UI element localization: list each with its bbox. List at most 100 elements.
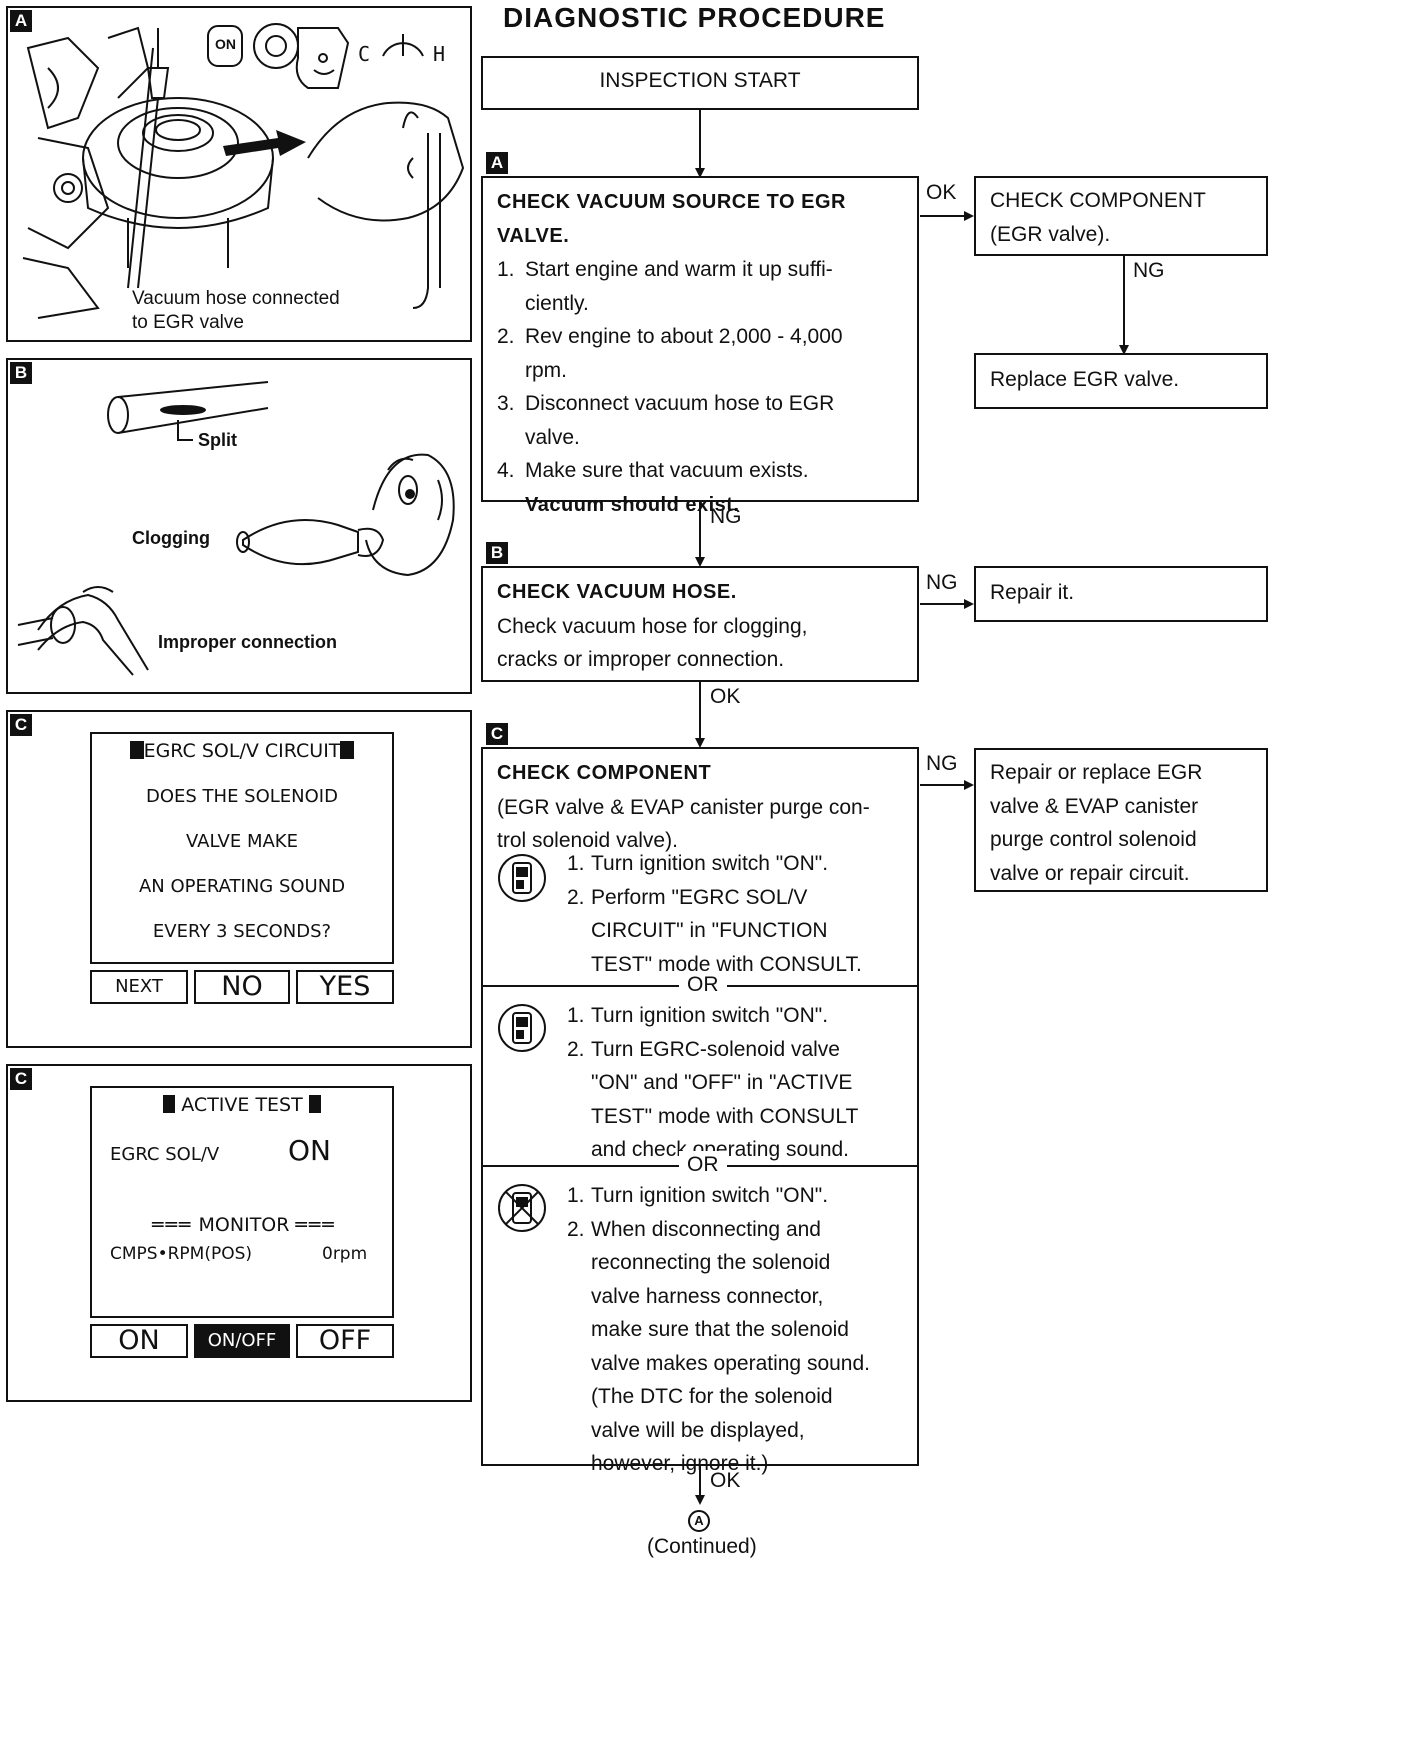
c2-monitor-divider: ═══ MONITOR ═══ [152, 1214, 336, 1236]
c2-monitor-item: CMPS•RPM(POS) [110, 1244, 253, 1264]
continued-marker: A [688, 1510, 710, 1532]
c-g3-line-8: valve will be displayed, [591, 1418, 805, 1442]
step-a-heading-2: VALVE. [497, 224, 570, 247]
repair-it-label: Repair it. [990, 581, 1075, 604]
c-g3-line-4: valve harness connector, [591, 1284, 824, 1308]
hose-defects-illustration [17, 381, 455, 676]
ng-label-a: NG [710, 505, 742, 528]
no-button[interactable]: NO [194, 970, 290, 1004]
panel-c2-tag: C [10, 1068, 32, 1090]
check-component-line-1: CHECK COMPONENT [990, 189, 1206, 212]
yes-button[interactable]: YES [296, 970, 394, 1004]
step-a-box: CHECK VACUUM SOURCE TO EGR VALVE. 1.Star… [481, 176, 919, 516]
c-g2-line-4: TEST" mode with CONSULT [591, 1104, 859, 1128]
repair-replace-line-2: valve & EVAP canister [990, 794, 1199, 818]
c2-screen-title: ACTIVE TEST [181, 1094, 303, 1116]
consult-screen-function-test: EGRC SOL/V CIRCUIT DOES THE SOLENOID VAL… [90, 732, 394, 964]
repair-replace-box: Repair or replace EGR valve & EVAP canis… [974, 748, 1268, 892]
ok-label-b: OK [710, 685, 741, 708]
c-g1-line-1: 1.Turn ignition switch "ON". [567, 852, 829, 875]
split-label: Split [198, 430, 237, 450]
ng-label-b: NG [926, 571, 958, 594]
panel-a: A [6, 6, 472, 342]
off-button[interactable]: OFF [296, 1324, 394, 1358]
consult-tester-icon-2 [498, 1004, 546, 1052]
gauge-c-label: C [358, 42, 371, 66]
step-a-item-4: 4.Make sure that vacuum exists.Vacuum sh… [497, 459, 809, 516]
inspection-start-label: INSPECTION START [599, 69, 801, 92]
panel-a-tag: A [10, 10, 32, 32]
c-g3-line-5: make sure that the solenoid [591, 1318, 849, 1341]
c2-item-value: ON [288, 1134, 331, 1167]
c-g1-line-4: TEST" mode with CONSULT. [591, 952, 862, 976]
replace-egr-box: Replace EGR valve. [974, 353, 1268, 409]
c-g1-line-3: CIRCUIT" in "FUNCTION [591, 919, 828, 942]
c-g2-line-5: and check operating sound. [591, 1138, 850, 1161]
c1-line-2: VALVE MAKE [186, 831, 298, 852]
panel-b: B Split Clogging Improper connection [6, 358, 472, 694]
egr-valve-illustration [22, 23, 465, 319]
consult-screen-active-test: ACTIVE TEST EGRC SOL/V ON ═══ MONITOR ══… [90, 1086, 394, 1318]
c-g3-line-2: 2.When disconnecting and [567, 1217, 821, 1241]
page-title: DIAGNOSTIC PROCEDURE [503, 2, 886, 33]
c-g1-line-2: 2.Perform "EGRC SOL/V [567, 885, 808, 909]
continued-label: (Continued) [647, 1535, 757, 1558]
step-b-heading: CHECK VACUUM HOSE. [497, 581, 737, 603]
repair-it-box: Repair it. [974, 566, 1268, 622]
continued-marker-letter: A [694, 1513, 704, 1528]
clogging-label: Clogging [132, 528, 210, 548]
gauge-h-label: H [433, 42, 446, 66]
c1-line-4: EVERY 3 SECONDS? [152, 921, 332, 942]
no-tester-icon [498, 1184, 546, 1232]
panel-c1: C EGRC SOL/V CIRCUIT DOES THE SOLENOID V… [6, 710, 472, 1048]
next-button[interactable]: NEXT [90, 970, 188, 1004]
replace-egr-label: Replace EGR valve. [990, 368, 1180, 391]
ng-label-c: NG [926, 752, 958, 775]
step-a-heading-1: CHECK VACUUM SOURCE TO EGR [497, 191, 846, 213]
step-b-line-1: Check vacuum hose for clogging, [497, 614, 808, 638]
check-component-line-2: (EGR valve). [990, 222, 1111, 246]
c2-monitor-label: MONITOR [198, 1214, 290, 1236]
c-g3-line-9: however, ignore it.) [591, 1452, 769, 1475]
step-a-tag: A [486, 152, 508, 174]
step-a-item-1: 1.Start engine and warm it up suffi-cien… [497, 258, 833, 315]
or-label-2: OR [679, 1151, 727, 1179]
c2-monitor-value: 0rpm [322, 1244, 368, 1264]
c-g2-line-3: "ON" and "OFF" in "ACTIVE [591, 1071, 853, 1094]
step-c-heading: CHECK COMPONENT [497, 762, 712, 784]
step-b-box: CHECK VACUUM HOSE. Check vacuum hose for… [481, 566, 919, 682]
step-c-sub-2: trol solenoid valve). [497, 829, 678, 852]
c1-line-1: DOES THE SOLENOID [146, 786, 338, 807]
step-b-tag: B [486, 542, 508, 564]
step-c-sub-1: (EGR valve & EVAP canister purge con- [497, 795, 870, 819]
c-g3-line-3: reconnecting the solenoid [591, 1251, 831, 1274]
c-g3-line-1: 1.Turn ignition switch "ON". [567, 1184, 829, 1207]
ok-label-a: OK [926, 181, 957, 204]
c-g3-line-6: valve makes operating sound. [591, 1351, 870, 1375]
step-c-tag: C [486, 723, 508, 745]
on-off-button[interactable]: ON/OFF [194, 1324, 290, 1358]
step-c-box: CHECK COMPONENT (EGR valve & EVAP canist… [481, 747, 919, 1475]
improper-connection-label: Improper connection [158, 632, 338, 652]
c1-line-3: AN OPERATING SOUND [138, 876, 346, 897]
c-g2-line-1: 1.Turn ignition switch "ON". [567, 1004, 829, 1027]
vacuum-hose-caption-1: Vacuum hose connected [130, 288, 342, 310]
repair-replace-line-3: purge control solenoid [990, 828, 1197, 851]
c-g3-line-7: (The DTC for the solenoid [591, 1385, 833, 1408]
inspection-start-box: INSPECTION START [481, 56, 919, 110]
key-on-text: ON [215, 36, 236, 52]
repair-replace-line-4: valve or repair circuit. [990, 861, 1190, 885]
repair-replace-line-1: Repair or replace EGR [990, 761, 1203, 784]
panel-b-tag: B [10, 362, 32, 384]
c-g2-line-2: 2.Turn EGRC-solenoid valve [567, 1037, 840, 1061]
panel-c2: C ACTIVE TEST EGRC SOL/V ON ═══ MONITOR … [6, 1064, 472, 1402]
on-button[interactable]: ON [90, 1324, 188, 1358]
ng-label-check-component: NG [1133, 259, 1165, 282]
step-b-line-2: cracks or improper connection. [497, 648, 785, 671]
panel-c1-tag: C [10, 714, 32, 736]
c1-screen-title: EGRC SOL/V CIRCUIT [143, 740, 341, 762]
check-component-box: CHECK COMPONENT (EGR valve). [974, 176, 1268, 256]
or-label-1: OR [679, 971, 727, 999]
